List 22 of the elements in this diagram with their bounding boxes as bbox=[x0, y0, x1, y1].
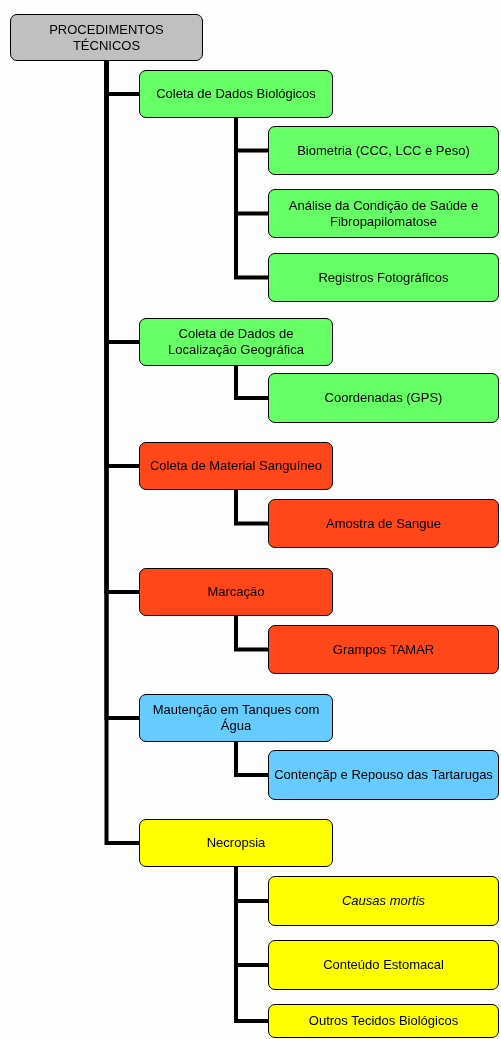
category-box: Coleta de Dados Biológicos bbox=[139, 70, 333, 118]
item-box: Amostra de Sangue bbox=[268, 499, 499, 548]
connector-line bbox=[234, 742, 268, 777]
connector-line bbox=[234, 616, 268, 652]
connector-line bbox=[234, 366, 268, 400]
item-box: Contençãp e Repouso das Tartarugas bbox=[268, 750, 499, 800]
category-box: Necropsia bbox=[139, 819, 333, 867]
item-box: Conteúdo Estomacal bbox=[268, 940, 499, 990]
item-box: Outros Tecidos Biológicos bbox=[268, 1004, 499, 1038]
category-box: Coleta de Dados de Localização Geográfica bbox=[139, 318, 333, 366]
item-box: Biometria (CCC, LCC e Peso) bbox=[268, 126, 499, 175]
category-box: Mautenção em Tanques com Água bbox=[139, 694, 333, 742]
category-box: Coleta de Material Sanguíneo bbox=[139, 442, 333, 490]
connector-line bbox=[234, 490, 268, 526]
item-box: Causas mortis bbox=[268, 876, 499, 926]
item-box: Análise da Condição de Saúde e Fibropapilomatose bbox=[268, 189, 499, 238]
item-box: Registros Fotográficos bbox=[268, 253, 499, 302]
item-box: Coordenadas (GPS) bbox=[268, 373, 499, 423]
item-box: Grampos TAMAR bbox=[268, 625, 499, 674]
category-box: Marcação bbox=[139, 568, 333, 616]
title-box: PROCEDIMENTOS TÉCNICOS bbox=[10, 14, 203, 61]
connector-line bbox=[234, 118, 268, 280]
